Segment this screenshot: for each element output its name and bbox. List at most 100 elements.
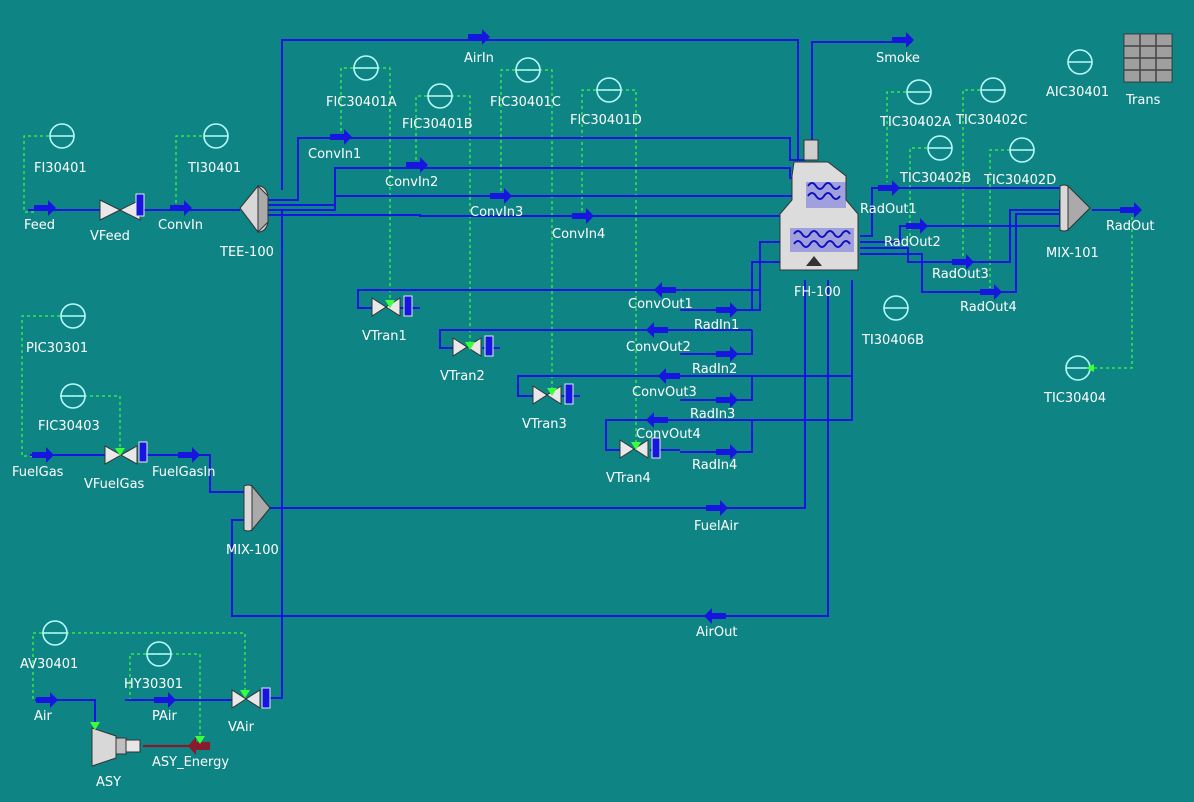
fh-100-fired-heater[interactable] (779, 139, 859, 271)
controller-label-tic30402a[interactable]: TIC30402A (879, 115, 951, 130)
stream-label-radout1[interactable]: RadOut1 (860, 202, 917, 217)
stream-label-radout2[interactable]: RadOut2 (884, 235, 941, 250)
unit-label-mix100[interactable]: MIX-100 (226, 543, 279, 558)
stream-label-pair[interactable]: PAir (152, 709, 178, 724)
controller-label-tic30402d[interactable]: TIC30402D (983, 173, 1056, 188)
valve-vfuelgas[interactable] (104, 441, 148, 465)
valve-vair[interactable] (231, 687, 271, 709)
unit-label-trans[interactable]: Trans (1125, 93, 1161, 108)
stream-label-fuelair[interactable]: FuelAir (694, 519, 739, 534)
stream-label-asy-energy[interactable]: ASY_Energy (152, 755, 229, 770)
stream-label-convout1[interactable]: ConvOut1 (628, 297, 693, 312)
stream-label-airout[interactable]: AirOut (696, 625, 737, 640)
mix-100-mixer[interactable] (243, 484, 271, 532)
stream-label-smoke[interactable]: Smoke (876, 51, 920, 66)
controller-label-pic30301[interactable]: PIC30301 (26, 341, 88, 356)
unit-label-vfeed[interactable]: VFeed (90, 229, 130, 244)
unit-label-vfuelgas[interactable]: VFuelGas (84, 477, 145, 492)
stream-label-convout4[interactable]: ConvOut4 (636, 427, 701, 442)
stream-lines (28, 39, 1140, 748)
stream-label-fuelgasin[interactable]: FuelGasIn (152, 465, 216, 480)
hy30301-controller-icon[interactable] (146, 641, 172, 667)
unit-label-vair[interactable]: VAir (228, 720, 255, 735)
fic30401a-controller-icon[interactable] (353, 55, 379, 81)
controller-label-ti30401[interactable]: TI30401 (187, 161, 241, 176)
controller-label-tic30402c[interactable]: TIC30402C (955, 113, 1027, 128)
controller-label-av30401[interactable]: AV30401 (20, 657, 78, 672)
convin4-arrow (572, 208, 594, 224)
stream-label-convin2[interactable]: ConvIn2 (385, 175, 438, 190)
radin2-arrow (716, 346, 738, 362)
controller-label-fic30401d[interactable]: FIC30401D (570, 113, 642, 128)
controller-label-ti30406b[interactable]: TI30406B (861, 333, 924, 348)
convin1-arrow (330, 129, 352, 145)
tee-100-splitter[interactable] (239, 184, 269, 234)
valve-vtran1[interactable] (371, 295, 413, 317)
stream-label-convout3[interactable]: ConvOut3 (632, 385, 697, 400)
stream-label-radin4[interactable]: RadIn4 (692, 458, 737, 473)
ti30401-controller-icon[interactable] (203, 123, 229, 149)
ti30406b-controller-icon[interactable] (883, 295, 909, 321)
unit-label-vtran1[interactable]: VTran1 (362, 329, 407, 344)
controller-label-fi30401[interactable]: FI30401 (34, 161, 87, 176)
valve-vtran2[interactable] (452, 335, 494, 357)
stream-label-radout[interactable]: RadOut (1106, 219, 1155, 234)
stream-label-radin3[interactable]: RadIn3 (690, 407, 735, 422)
airout-arrow (704, 608, 726, 624)
fuelair-arrow (706, 500, 728, 516)
controller-label-fic30403[interactable]: FIC30403 (38, 419, 100, 434)
convout2-arrow (646, 322, 668, 338)
signal-arrowheads (90, 300, 1094, 744)
aic30401-controller-icon[interactable] (1067, 49, 1093, 75)
stream-label-convout2[interactable]: ConvOut2 (626, 340, 691, 355)
controller-label-tic30402b[interactable]: TIC30402B (899, 171, 971, 186)
av30401-controller-icon[interactable] (42, 620, 68, 646)
stream-label-convin4[interactable]: ConvIn4 (552, 227, 605, 242)
tic30402c-controller-icon[interactable] (980, 77, 1006, 103)
unit-label-tee100[interactable]: TEE-100 (219, 245, 274, 260)
stream-label-air[interactable]: Air (34, 709, 53, 724)
stream-label-radin1[interactable]: RadIn1 (694, 318, 739, 333)
valve-vfeed[interactable] (99, 193, 145, 221)
tic30402d-controller-icon[interactable] (1009, 137, 1035, 163)
unit-label-fh100[interactable]: FH-100 (794, 285, 841, 300)
valve-vtran4[interactable] (619, 437, 661, 459)
controller-label-fic30401b[interactable]: FIC30401B (402, 117, 473, 132)
stream-label-radin2[interactable]: RadIn2 (692, 362, 737, 377)
controller-label-hy30301[interactable]: HY30301 (124, 677, 183, 692)
stream-label-convin[interactable]: ConvIn (158, 218, 203, 233)
stream-label-convin1[interactable]: ConvIn1 (308, 147, 361, 162)
radout2-arrow (906, 218, 928, 234)
controller-label-fic30401a[interactable]: FIC30401A (326, 95, 397, 110)
trans-spreadsheet-icon[interactable] (1123, 33, 1173, 83)
asy-compressor[interactable] (91, 727, 141, 767)
stream-label-radout3[interactable]: RadOut3 (932, 267, 989, 282)
unit-label-vtran4[interactable]: VTran4 (606, 471, 651, 486)
unit-label-mix101[interactable]: MIX-101 (1046, 246, 1099, 261)
fi30401-controller-icon[interactable] (49, 123, 75, 149)
stream-label-fuelgas[interactable]: FuelGas (12, 465, 64, 480)
controller-label-aic30401[interactable]: AIC30401 (1046, 85, 1109, 100)
fic30401d-controller-icon[interactable] (596, 77, 622, 103)
mix-101-mixer[interactable] (1059, 184, 1091, 232)
controller-label-fic30401c[interactable]: FIC30401C (490, 95, 561, 110)
labels: Feed VFeed ConvIn TEE-100 AirIn Smoke Co… (12, 51, 1161, 790)
unit-label-vtran3[interactable]: VTran3 (522, 417, 567, 432)
fic30403-controller-icon[interactable] (60, 383, 86, 409)
stream-label-airin[interactable]: AirIn (464, 51, 494, 66)
fic30401c-controller-icon[interactable] (515, 57, 541, 83)
tic30402b-controller-icon[interactable] (927, 135, 953, 161)
tic30402a-controller-icon[interactable] (906, 79, 932, 105)
stream-label-feed[interactable]: Feed (24, 218, 55, 233)
radout3-arrow (952, 254, 974, 270)
stream-label-radout4[interactable]: RadOut4 (960, 300, 1017, 315)
air-arrow (36, 692, 58, 708)
stream-label-convin3[interactable]: ConvIn3 (470, 205, 523, 220)
controller-label-tic30404[interactable]: TIC30404 (1043, 391, 1106, 406)
unit-label-vtran2[interactable]: VTran2 (440, 369, 485, 384)
pic30301-controller-icon[interactable] (60, 303, 86, 329)
radout1-arrow (878, 180, 900, 196)
unit-label-asy[interactable]: ASY (96, 775, 121, 790)
fic30401b-controller-icon[interactable] (427, 83, 453, 109)
